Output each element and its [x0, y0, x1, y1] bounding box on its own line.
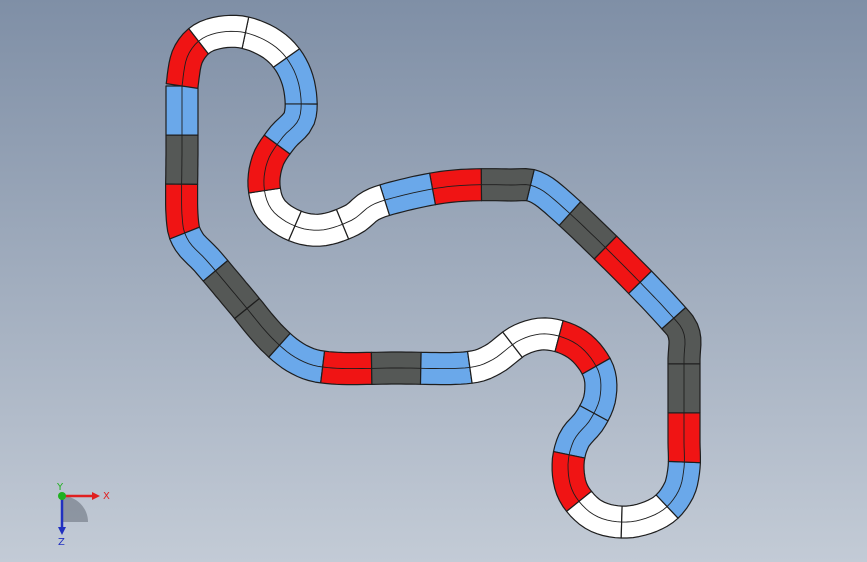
lane-divider — [322, 366, 372, 370]
lane-divider — [568, 413, 595, 455]
lane-divider — [621, 506, 668, 523]
lane-divider — [481, 184, 531, 186]
lane-divider — [181, 184, 186, 234]
lane-divider — [673, 317, 686, 364]
lane-divider — [593, 366, 602, 414]
y-axis-dot — [58, 492, 66, 500]
z-axis-arrowhead — [58, 527, 66, 535]
lane-divider — [530, 184, 571, 214]
lane-divider — [276, 103, 302, 145]
lane-divider — [469, 344, 513, 368]
track-segment[interactable] — [165, 28, 209, 90]
track-segment[interactable] — [429, 168, 483, 206]
lane-divider — [245, 32, 287, 59]
lane-divider — [569, 213, 606, 248]
lane-divider — [578, 501, 622, 523]
lane-divider — [605, 247, 641, 283]
lane-divider — [512, 333, 560, 346]
y-axis-label: Y — [56, 482, 64, 493]
orientation-triad: X Y Z — [56, 482, 110, 548]
lane-divider — [384, 188, 433, 201]
lane-divider — [639, 281, 675, 319]
race-track[interactable] — [165, 14, 702, 539]
lane-divider — [567, 454, 580, 502]
lane-divider — [263, 144, 278, 191]
lane-divider — [666, 462, 685, 507]
x-axis-arrowhead — [92, 492, 100, 500]
z-axis-label: Z — [58, 537, 65, 548]
lane-divider — [215, 270, 248, 309]
x-axis-label: X — [103, 491, 110, 502]
lane-divider — [286, 57, 302, 104]
lane-divider — [246, 308, 280, 346]
lane-divider — [181, 40, 199, 87]
lane-divider — [432, 184, 482, 190]
lane-divider — [198, 30, 246, 42]
lane-divider — [264, 190, 295, 227]
lane-divider — [184, 232, 216, 272]
lane-divider — [342, 199, 385, 225]
lane-divider — [420, 366, 470, 370]
triad-shadow — [62, 496, 88, 522]
lane-divider — [558, 335, 597, 367]
lane-divider — [294, 223, 343, 231]
lane-divider — [279, 344, 323, 368]
